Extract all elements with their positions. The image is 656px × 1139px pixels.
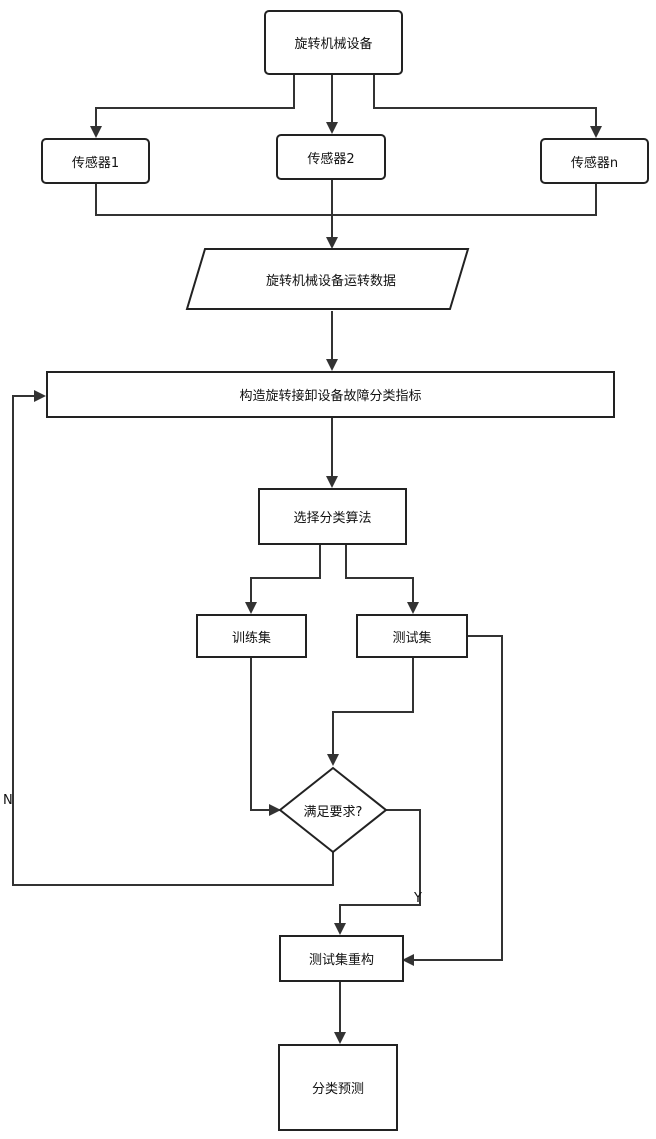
node-test-set-rebuild: 测试集重构 <box>279 935 404 982</box>
node-equipment-label: 旋转机械设备 <box>294 33 372 52</box>
node-classification-prediction: 分类预测 <box>278 1044 398 1131</box>
node-sensor-1: 传感器1 <box>41 138 150 184</box>
node-equipment: 旋转机械设备 <box>264 10 403 75</box>
node-decision-label: 满足要求? <box>304 801 363 820</box>
node-sensor-1-label: 传感器1 <box>72 152 119 171</box>
edge-test-rebuild <box>404 636 502 960</box>
edge-select-test <box>346 545 413 612</box>
node-construct-indicators-label: 构造旋转接卸设备故障分类指标 <box>239 385 421 404</box>
edge-select-training <box>251 545 320 612</box>
edge-label-no: N <box>3 793 13 808</box>
edge-training-decision <box>251 658 279 810</box>
node-test-set-rebuild-label: 测试集重构 <box>309 949 374 968</box>
edge-label-yes: Y <box>414 891 422 906</box>
node-decision: 满足要求? <box>280 790 386 830</box>
edge-equipment-sensorn <box>374 75 596 136</box>
node-test-set-label: 测试集 <box>392 627 431 646</box>
node-select-algorithm-label: 选择分类算法 <box>293 507 371 526</box>
node-training-set-label: 训练集 <box>232 627 271 646</box>
node-sensor-n: 传感器n <box>540 138 649 184</box>
node-test-set: 测试集 <box>356 614 468 658</box>
edge-equipment-sensor1 <box>96 75 294 136</box>
node-construct-indicators: 构造旋转接卸设备故障分类指标 <box>46 371 615 418</box>
node-classification-prediction-label: 分类预测 <box>312 1078 364 1097</box>
node-sensor-2-label: 传感器2 <box>307 148 354 167</box>
edge-sensor1-merge <box>96 184 596 215</box>
node-operating-data: 旋转机械设备运转数据 <box>200 249 462 309</box>
node-select-algorithm: 选择分类算法 <box>258 488 407 545</box>
edge-test-decision <box>333 658 413 764</box>
node-sensor-2: 传感器2 <box>276 134 386 180</box>
node-training-set: 训练集 <box>196 614 307 658</box>
node-operating-data-label: 旋转机械设备运转数据 <box>266 270 396 289</box>
node-sensor-n-label: 传感器n <box>571 152 618 171</box>
